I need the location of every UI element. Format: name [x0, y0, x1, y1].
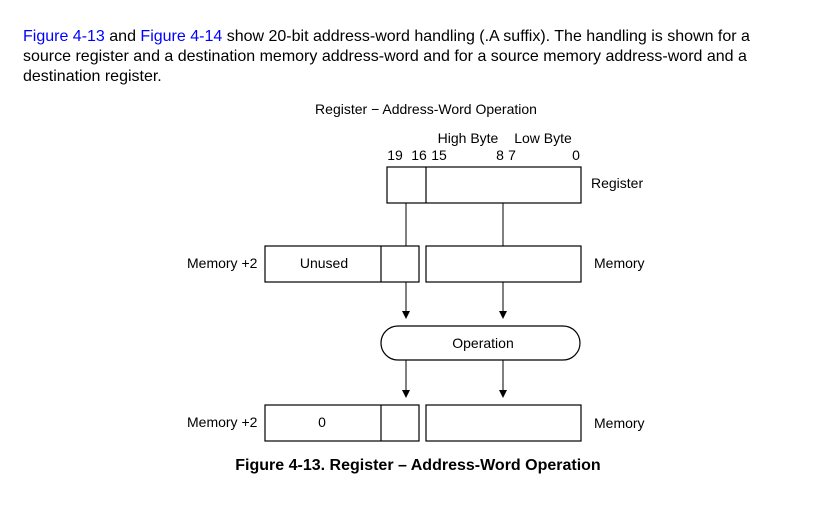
memory-plus2-label-bottom: Memory +2	[187, 414, 258, 430]
unused-label: Unused	[300, 255, 348, 271]
paragraph-line-1: Figure 4-13 and Figure 4-14 show 20-bit …	[23, 27, 831, 47]
high-byte-label: High Byte	[438, 130, 499, 146]
low-byte-label: Low Byte	[514, 130, 572, 146]
memory-box-bottom	[425, 404, 582, 442]
memory-box-top	[425, 245, 582, 283]
paragraph-line-2: source register and a destination memory…	[23, 48, 747, 65]
memory-plus2-box-bottom	[264, 404, 420, 442]
memory-label-bottom: Memory	[594, 415, 645, 431]
zero-label: 0	[318, 414, 326, 430]
bit-19-label: 19	[387, 147, 403, 163]
register-box	[386, 166, 582, 204]
bit-0-label: 0	[572, 147, 580, 163]
bit-15-label: 15	[431, 147, 447, 163]
bit-7-label: 7	[508, 147, 516, 163]
figure-4-13-link[interactable]: Figure 4-13	[23, 28, 105, 45]
paragraph-line-3: destination register.	[23, 68, 162, 85]
memory-label-top: Memory	[594, 255, 645, 271]
bit-8-label: 8	[496, 147, 504, 163]
diagram-title: Register − Address-Word Operation	[315, 101, 537, 117]
bit-16-label: 16	[411, 147, 427, 163]
paragraph-text-2: show 20-bit address-word handling (.A su…	[222, 28, 750, 45]
figure-4-14-link[interactable]: Figure 4-14	[140, 28, 223, 45]
figure-caption: Figure 4-13. Register – Address-Word Ope…	[235, 457, 600, 474]
operation-box	[380, 325, 581, 361]
paragraph-text-1: and	[104, 28, 141, 45]
body-paragraph: Figure 4-13 and Figure 4-14 show 20-bit …	[23, 27, 831, 87]
memory-plus2-box-top	[264, 245, 420, 283]
register-label: Register	[591, 175, 643, 191]
operation-label: Operation	[452, 335, 513, 351]
memory-plus2-label-top: Memory +2	[187, 255, 258, 271]
